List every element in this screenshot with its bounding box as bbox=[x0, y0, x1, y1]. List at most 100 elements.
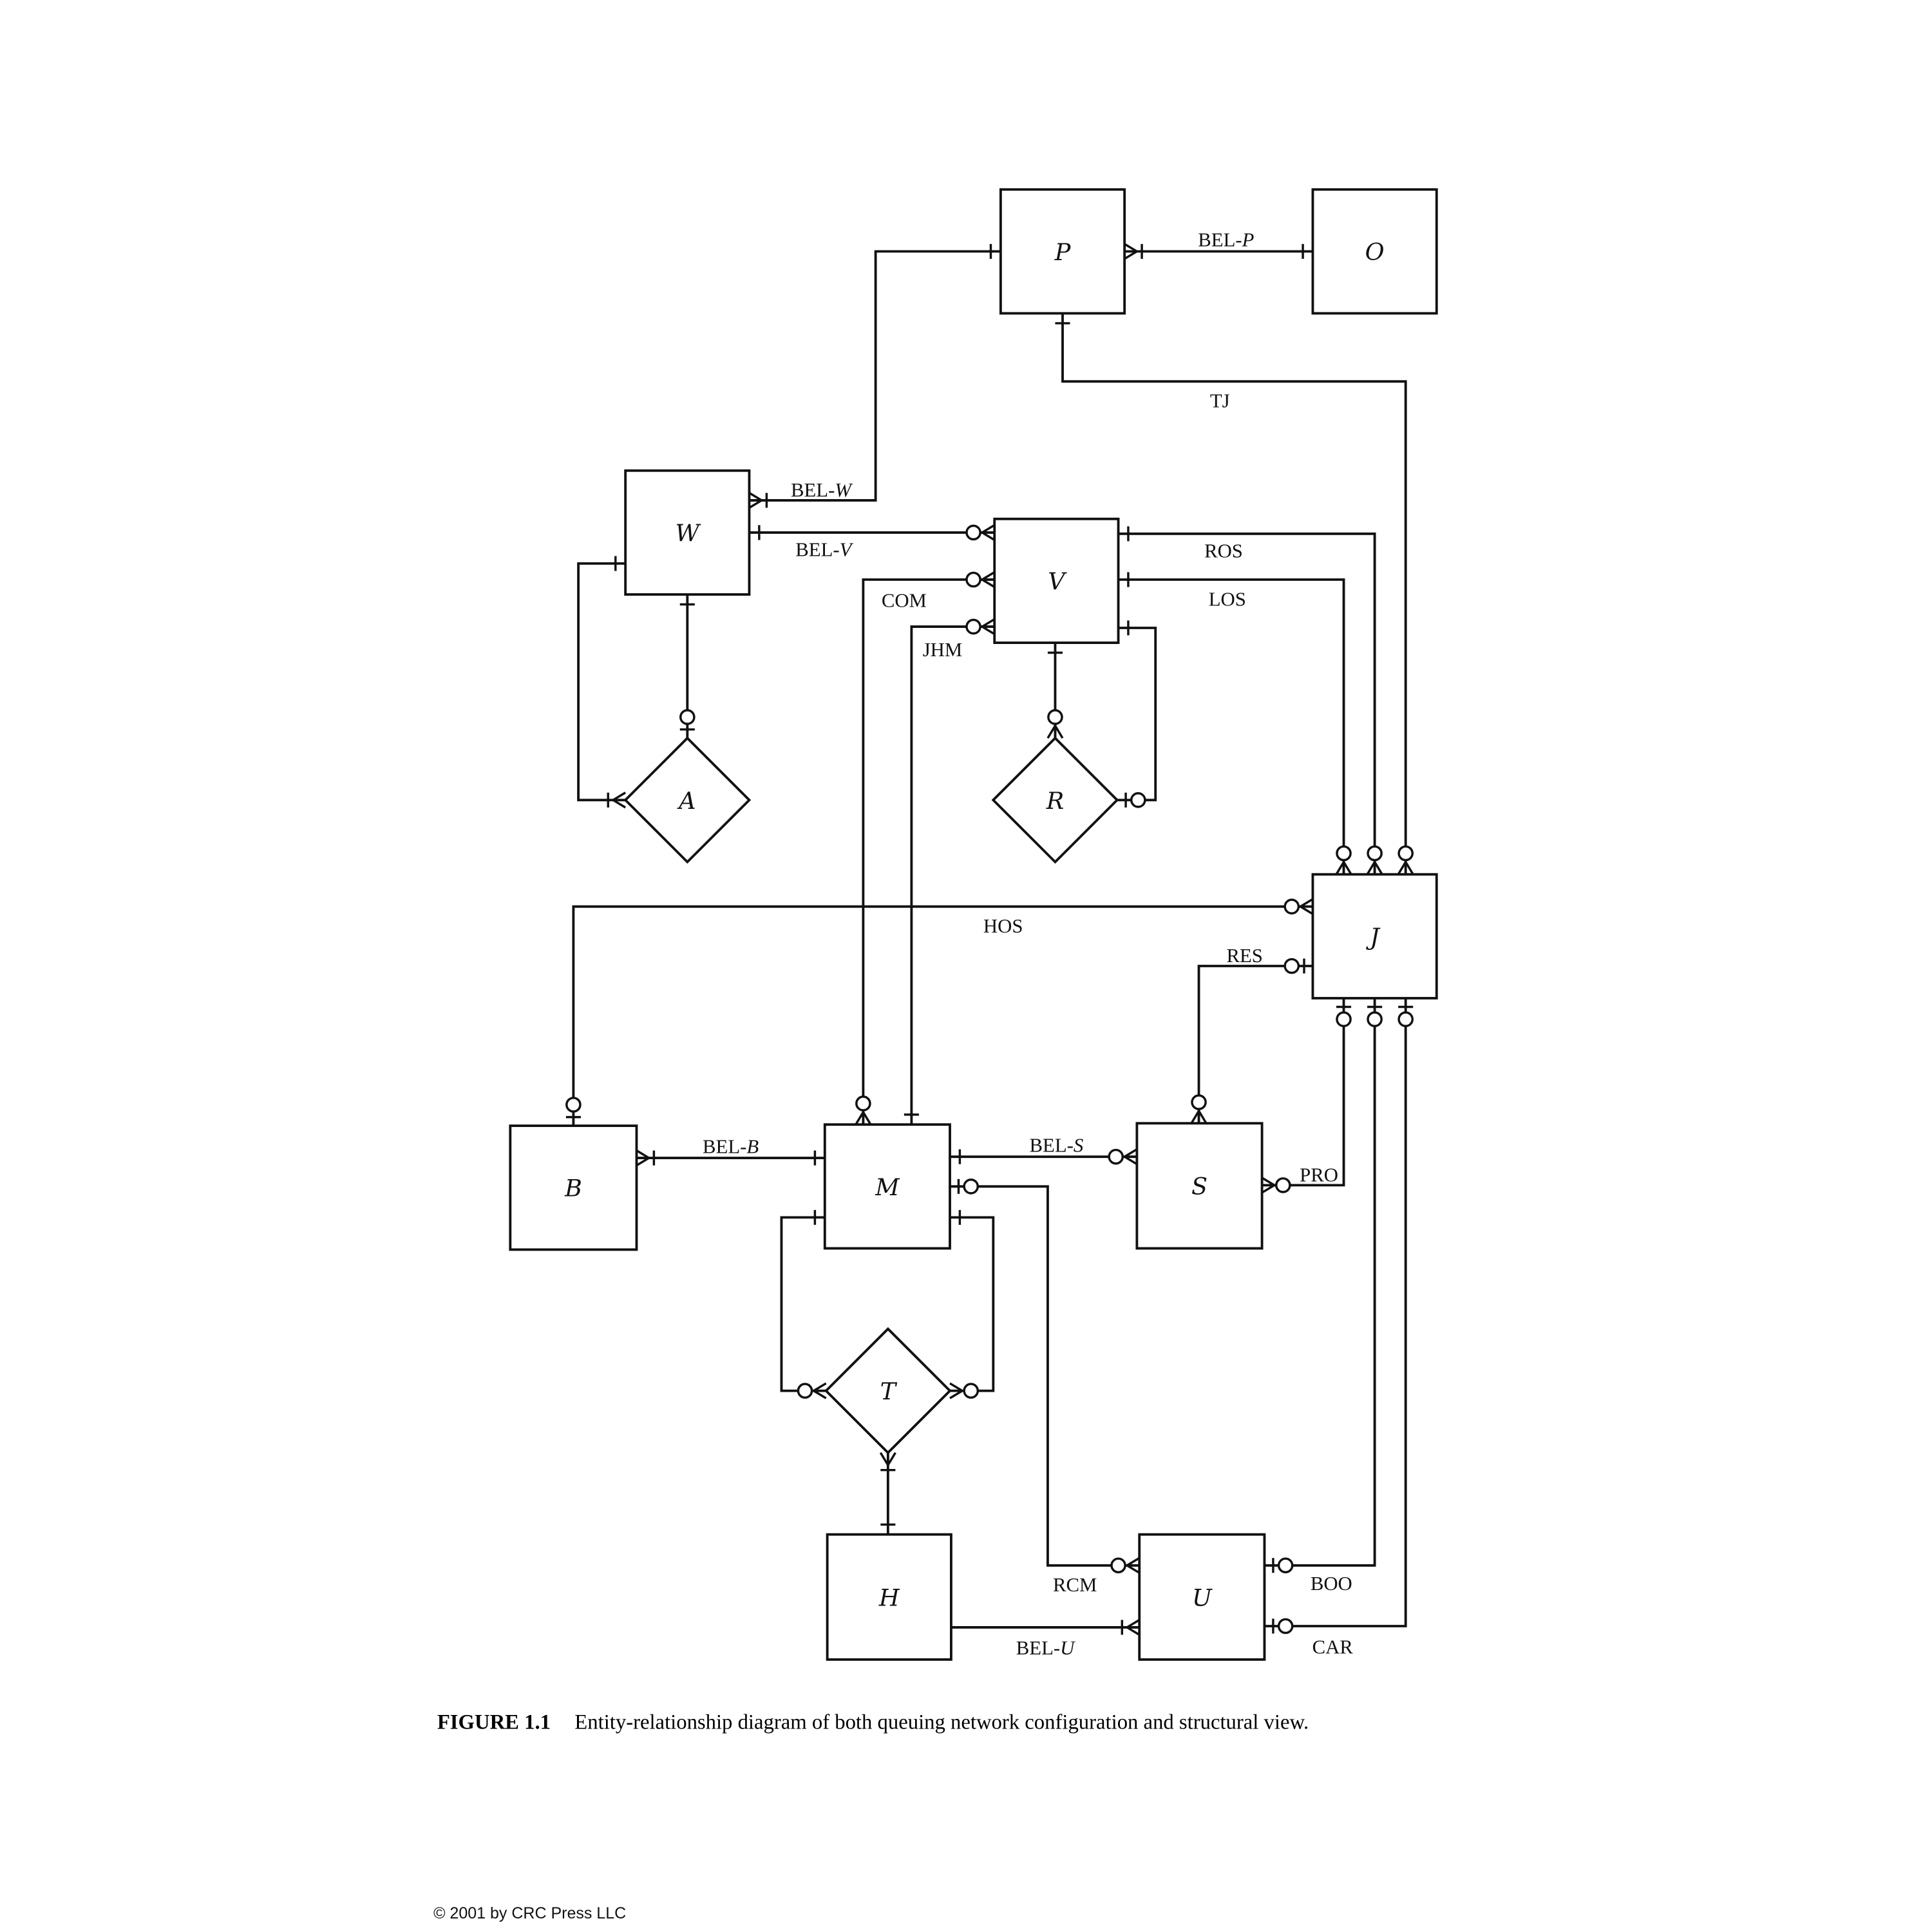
connector-markers-ros bbox=[1127, 526, 1383, 875]
cardinality-zero-circle bbox=[1108, 1148, 1124, 1165]
connector-markers-pro bbox=[1261, 1005, 1352, 1194]
connector-line bbox=[572, 905, 1313, 1126]
connector-markers-bel-p bbox=[1124, 243, 1304, 260]
cardinality-many-crowfoot bbox=[1300, 898, 1314, 908]
cardinality-zero-circle bbox=[963, 1179, 979, 1195]
entity-V: V bbox=[993, 517, 1120, 644]
cardinality-many-crowfoot bbox=[862, 1112, 872, 1126]
cardinality-zero-circle bbox=[679, 709, 696, 725]
connector-markers-t-h bbox=[879, 1452, 896, 1526]
cardinality-zero-circle bbox=[855, 1095, 871, 1112]
connector-markers-jhm bbox=[904, 618, 996, 1116]
connector-markers-hos bbox=[565, 898, 1314, 1119]
cardinality-zero-circle bbox=[1283, 958, 1300, 974]
connector-markers-car bbox=[1272, 1005, 1414, 1634]
connector-markers-bel-b bbox=[636, 1150, 817, 1167]
cardinality-zero-circle bbox=[965, 618, 981, 635]
connector-tj bbox=[1061, 313, 1407, 875]
connector-line bbox=[1264, 998, 1376, 1567]
cardinality-many-crowfoot bbox=[1054, 725, 1064, 739]
relationship-label-rcm: RCM bbox=[1053, 1574, 1097, 1596]
cardinality-many-crowfoot bbox=[1046, 725, 1056, 739]
entity-O: O bbox=[1311, 188, 1438, 315]
connector-jhm bbox=[910, 625, 995, 1125]
cardinality-many-crowfoot bbox=[1343, 861, 1352, 875]
relationship-label-bel-b: BEL-B bbox=[703, 1135, 759, 1157]
cardinality-many-crowfoot bbox=[1124, 1155, 1138, 1166]
connector-los bbox=[1118, 578, 1345, 875]
cardinality-many-crowfoot bbox=[1335, 861, 1345, 875]
connector-line bbox=[862, 578, 995, 1125]
cardinality-zero-circle bbox=[1275, 1177, 1291, 1193]
entity-B: B bbox=[509, 1124, 638, 1251]
relationship-label-bel-u: BEL-U bbox=[1016, 1637, 1075, 1659]
relationship-diamond bbox=[824, 1327, 952, 1455]
connector-line bbox=[1118, 532, 1376, 875]
relationship-diamond bbox=[991, 736, 1119, 864]
cardinality-many-crowfoot bbox=[1261, 1184, 1275, 1194]
cardinality-many-crowfoot bbox=[748, 499, 762, 509]
connector-line bbox=[577, 562, 626, 802]
cardinality-many-crowfoot bbox=[981, 571, 996, 581]
connector-markers-w-a bbox=[679, 603, 696, 731]
connector-line bbox=[1117, 627, 1157, 802]
connector-line bbox=[950, 1185, 1140, 1567]
figure-caption-text: Entity-relationship diagram of both queu… bbox=[574, 1711, 1309, 1734]
connector-markers-boo bbox=[1272, 1005, 1383, 1574]
cardinality-zero-circle bbox=[1336, 845, 1352, 862]
cardinality-many-crowfoot bbox=[636, 1150, 650, 1159]
cardinality-many-crowfoot bbox=[981, 578, 996, 589]
cardinality-zero-circle bbox=[1047, 709, 1063, 725]
cardinality-many-crowfoot bbox=[949, 1382, 963, 1392]
cardinality-many-crowfoot bbox=[981, 625, 996, 636]
cardinality-zero-circle bbox=[1397, 1011, 1414, 1027]
cardinality-many-crowfoot bbox=[879, 1452, 889, 1466]
entity-box bbox=[1135, 1122, 1264, 1250]
connector-markers-bel-v bbox=[758, 524, 996, 541]
entity-label: P bbox=[1054, 238, 1072, 266]
relationship-A: A bbox=[623, 736, 752, 864]
entity-box bbox=[826, 1533, 952, 1661]
cardinality-many-crowfoot bbox=[1397, 861, 1407, 875]
entity-box bbox=[624, 469, 751, 596]
entity-box bbox=[509, 1124, 638, 1251]
cardinality-zero-circle bbox=[1130, 792, 1146, 808]
relationship-R: R bbox=[991, 736, 1119, 864]
connector-line bbox=[1061, 313, 1407, 875]
cardinality-zero-circle bbox=[1336, 1011, 1352, 1027]
relationship-label: T bbox=[880, 1378, 898, 1405]
cardinality-many-crowfoot bbox=[748, 491, 762, 502]
connector-line bbox=[1262, 998, 1345, 1187]
relationship-label-res: RES bbox=[1226, 945, 1262, 967]
connector-line bbox=[910, 625, 995, 1125]
entity-label: O bbox=[1365, 238, 1385, 266]
cardinality-many-crowfoot bbox=[1374, 861, 1383, 875]
entity-box bbox=[1138, 1533, 1266, 1661]
relationship-T: T bbox=[824, 1327, 952, 1455]
connector-line bbox=[749, 250, 1001, 502]
connector-bel-w bbox=[749, 250, 1001, 502]
connector-rcm bbox=[950, 1185, 1140, 1567]
relationship-label-car: CAR bbox=[1312, 1636, 1354, 1658]
cardinality-zero-circle bbox=[1110, 1557, 1126, 1574]
entity-box bbox=[1311, 188, 1438, 315]
connector-ros bbox=[1118, 532, 1376, 875]
cardinality-zero-circle bbox=[1367, 845, 1383, 862]
connector-markers-bel-s bbox=[958, 1148, 1138, 1166]
figure-caption-label: FIGURE 1.1 bbox=[437, 1711, 551, 1734]
entity-label: B bbox=[564, 1175, 582, 1202]
connector-com bbox=[862, 578, 995, 1125]
cardinality-many-crowfoot bbox=[1405, 861, 1414, 875]
connector-markers-v-r bbox=[1046, 651, 1064, 739]
relationship-label-boo: BOO bbox=[1311, 1573, 1352, 1595]
connector-markers-rcm bbox=[957, 1179, 1141, 1574]
cardinality-many-crowfoot bbox=[813, 1390, 827, 1399]
cardinality-many-crowfoot bbox=[1126, 1626, 1141, 1636]
connector-line bbox=[1197, 965, 1313, 1124]
relationship-label-ros: ROS bbox=[1204, 540, 1243, 562]
entity-box bbox=[1311, 873, 1438, 999]
relationship-label-los: LOS bbox=[1209, 588, 1246, 610]
connector-line bbox=[950, 1216, 995, 1392]
